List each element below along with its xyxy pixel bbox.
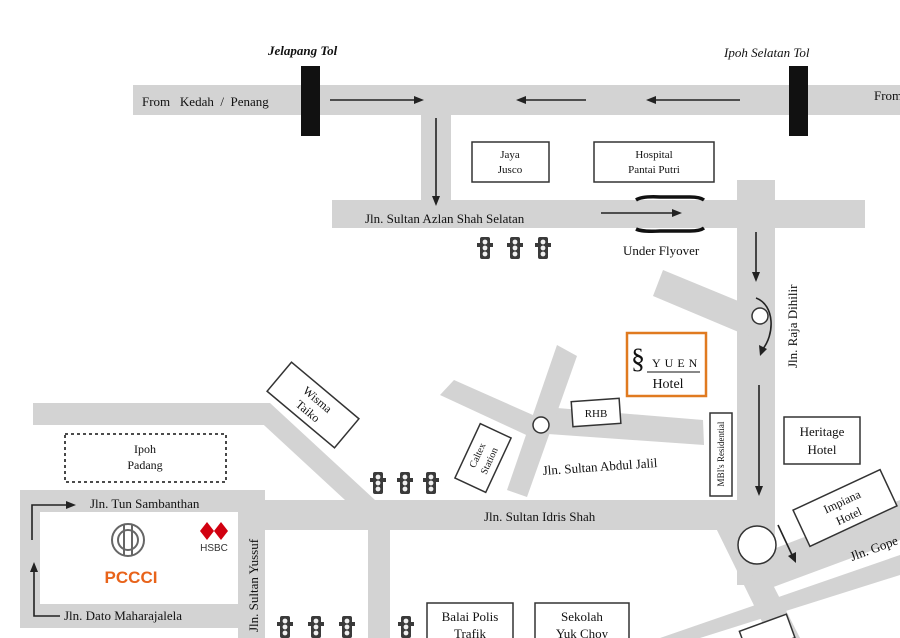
traffic-light-icon — [339, 616, 355, 638]
roundabout-icon — [532, 416, 550, 434]
balai-polis-trafik: Balai Polis Trafik — [426, 602, 514, 638]
sultan-abdul-jalil-label: Jln. Sultan Abdul Jalil — [542, 455, 658, 478]
roundabout-icon — [737, 525, 777, 565]
sultan-idris-shah-label: Jln. Sultan Idris Shah — [484, 509, 596, 524]
road-sultan-yussuf — [238, 490, 265, 638]
road-wisma-taiko-diagonal — [240, 403, 375, 500]
raja-dihilir-label: Jln. Raja Dihilir — [785, 284, 800, 368]
traffic-light-icon — [423, 472, 439, 494]
jelapang-toll-label: Jelapang Tol — [267, 43, 338, 58]
ipoh-padang: Ipoh Padang — [64, 433, 227, 483]
rhb-label: RHB — [585, 408, 608, 420]
hsbc-label: HSBC — [200, 543, 228, 554]
road-sultan-idris-shah — [263, 500, 743, 530]
road-northwest-diagonal — [440, 380, 551, 440]
from-right-label: From — [874, 88, 900, 103]
sekolah-line1: Sekolah — [561, 609, 603, 624]
direction-arrows — [30, 96, 796, 617]
pccci-logo-icon — [111, 523, 145, 557]
road-sultan-abdul-jalil — [545, 407, 704, 445]
caltex-station: Caltex Station — [453, 422, 513, 494]
sekolah-line2: Yuk Choy — [556, 626, 609, 638]
heritage-hotel: Heritage Hotel — [783, 416, 861, 465]
dato-maharajalela-label: Jln. Dato Maharajalela — [64, 608, 182, 623]
yuen-brand: YUEN — [652, 356, 701, 370]
balai-polis-line1: Balai Polis — [442, 609, 499, 624]
traffic-light-icon — [277, 616, 293, 638]
wisma-taiko: Wisma Taiko — [266, 361, 360, 449]
roundabout-icon — [751, 307, 769, 325]
hospital-line2: Pantai Putri — [628, 164, 680, 176]
flyover-icon — [635, 195, 706, 233]
toll-gate-icon — [789, 66, 808, 136]
traffic-light-icon — [308, 616, 324, 638]
ipoh-selatan-toll-label: Ipoh Selatan Tol — [723, 45, 810, 60]
yuen-logo-icon: § — [631, 344, 645, 375]
balai-polis-line2: Trafik — [454, 626, 487, 638]
building-partial — [738, 613, 796, 638]
sultan-azlan-shah-selatan-label: Jln. Sultan Azlan Shah Selatan — [365, 211, 525, 226]
traffic-light-icon — [398, 616, 414, 638]
ipoh-padang-line1: Ipoh — [134, 442, 156, 456]
tun-sambanthan-label: Jln. Tun Sambanthan — [90, 496, 200, 511]
toll-gate-icon — [301, 66, 320, 136]
traffic-light-icon — [397, 472, 413, 494]
mbi-residential-label: MBI's Residential — [716, 421, 726, 486]
jaya-jusco-line2: Jusco — [498, 164, 523, 176]
mbi-residential: MBI's Residential — [709, 412, 733, 497]
traffic-light-icon — [370, 472, 386, 494]
sekolah-yuk-choy: Sekolah Yuk Choy — [534, 602, 630, 638]
road-sultan-azlan-shah-selatan — [332, 200, 865, 228]
hospital-line1: Hospital — [635, 149, 672, 161]
yuen-hotel: § YUEN Hotel — [625, 331, 708, 398]
sultan-yussuf-label: Jln. Sultan Yussuf — [246, 538, 261, 632]
under-flyover-label: Under Flyover — [623, 243, 700, 258]
heritage-line2: Hotel — [808, 442, 837, 457]
hospital-pantai-putri: Hospital Pantai Putri — [593, 141, 715, 183]
traffic-light-icon — [507, 237, 523, 259]
yuen-hotel-label: Hotel — [652, 377, 683, 392]
heritage-line1: Heritage — [800, 424, 845, 439]
jaya-jusco-line1: Jaya — [500, 149, 520, 161]
traffic-light-icon — [535, 237, 551, 259]
road-lower-vertical — [368, 520, 390, 638]
from-kedah-penang-label: From Kedah / Penang — [142, 94, 269, 109]
road-northwest-branch — [653, 270, 760, 336]
pccci-label: PCCCI — [105, 568, 158, 587]
traffic-light-icon — [477, 237, 493, 259]
road-lower-right — [660, 555, 900, 638]
hsbc-logo-icon — [200, 522, 228, 540]
road-upper-left — [33, 403, 265, 425]
ipoh-padang-line2: Padang — [127, 458, 162, 472]
jaya-jusco: Jaya Jusco — [471, 141, 550, 183]
rhb: RHB — [570, 397, 622, 428]
